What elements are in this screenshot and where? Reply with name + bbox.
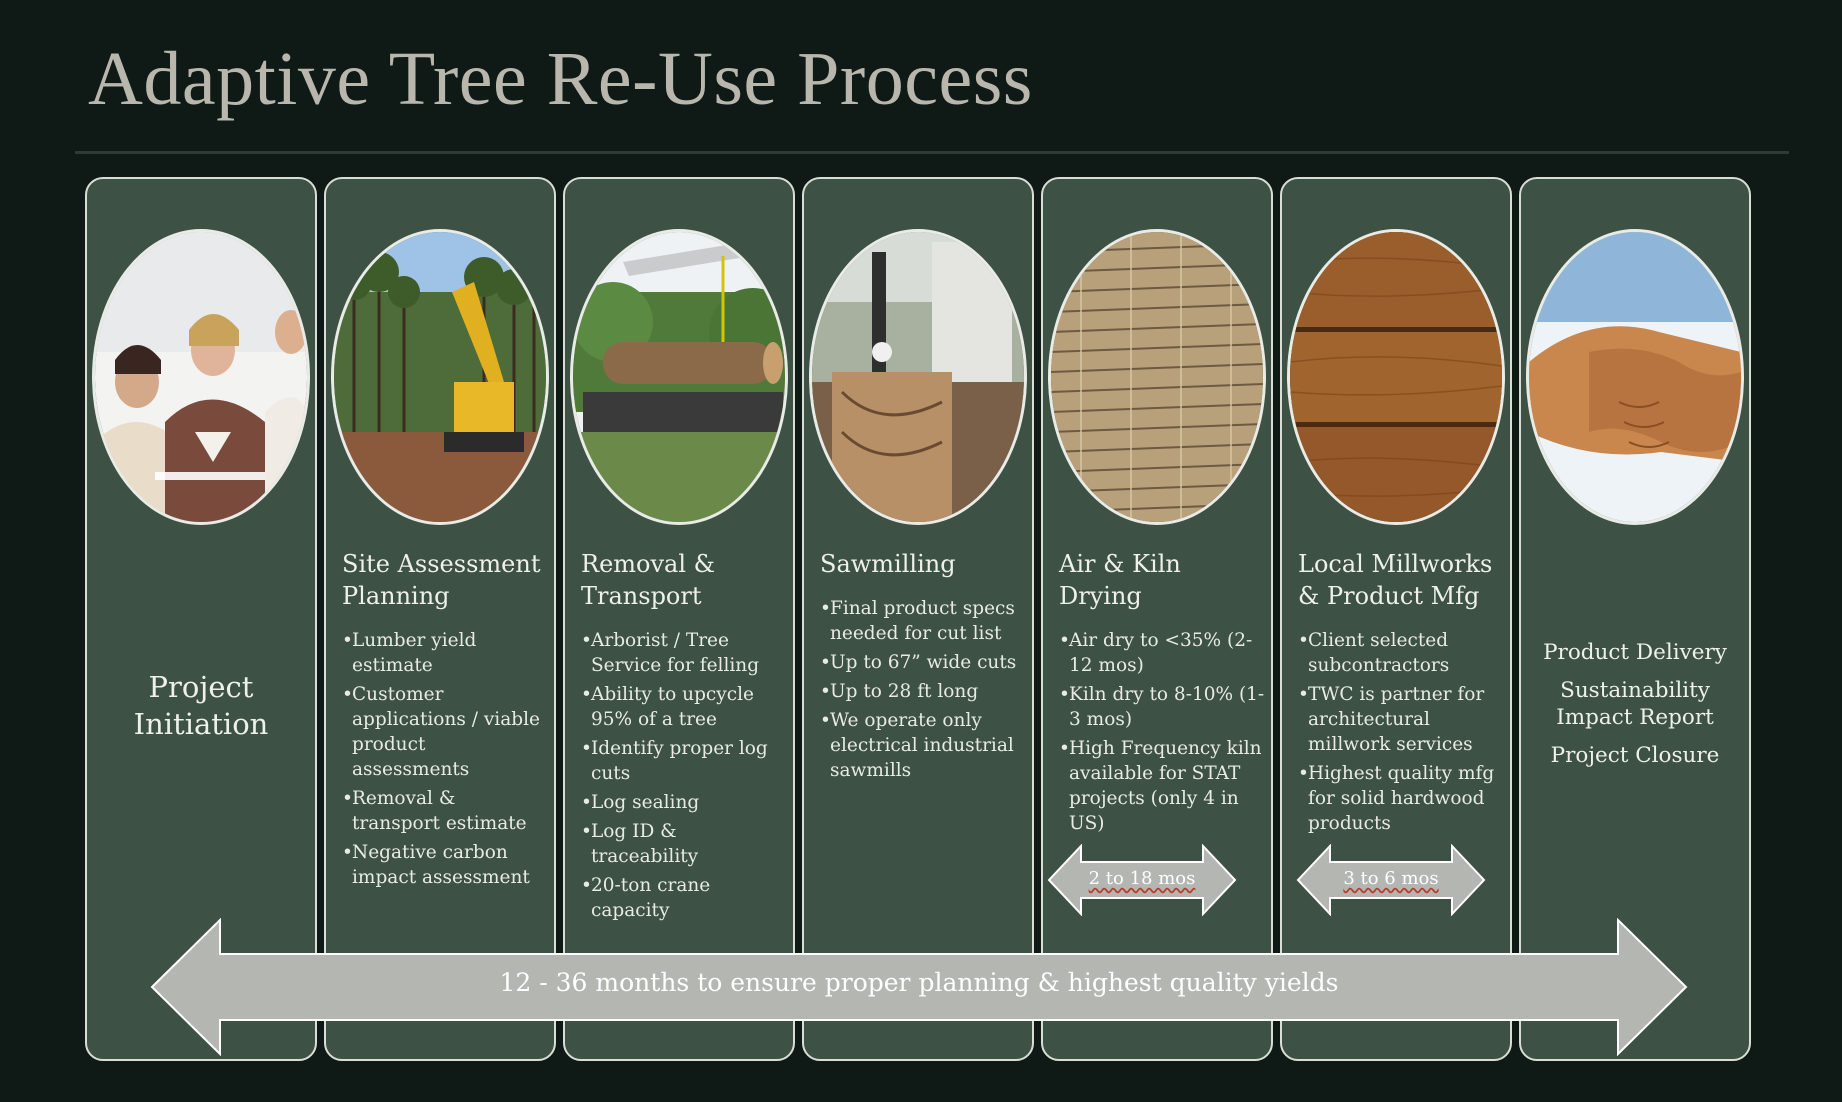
handshake-photo (1526, 229, 1744, 525)
step-heading: Local Millworks & Product Mfg (1298, 548, 1504, 612)
bullet-item: Air dry to <35% (2-12 mos) (1059, 628, 1265, 678)
bullet-item: Kiln dry to 8-10% (1-3 mos) (1059, 682, 1265, 732)
wood-panel-photo (1287, 229, 1505, 525)
step-heading-line: Project (148, 670, 254, 704)
step-heading-line: Planning (342, 582, 450, 610)
step-heading-line: Sawmilling (820, 550, 956, 578)
timeline-arrow: 12 - 36 months to ensure proper planning… (150, 918, 1688, 1056)
timeline-label: 12 - 36 months to ensure proper planning… (499, 968, 1339, 997)
excavator-forest-photo (331, 229, 549, 525)
step-heading: Project Initiation (87, 669, 315, 743)
duration-label: 3 to 6 mos (1343, 868, 1439, 889)
crane-log-photo (570, 229, 788, 525)
bullet-item: We operate only electrical industrial sa… (820, 708, 1026, 783)
step-heading-line: Initiation (133, 707, 269, 741)
step-bullets: Client selected subcontractors TWC is pa… (1298, 628, 1504, 840)
step-bullets: Lumber yield estimate Customer applicati… (342, 628, 548, 894)
step-heading-line: & Product Mfg (1298, 582, 1480, 610)
step-heading: Removal & Transport (581, 548, 787, 612)
stacked-lumber-photo (1048, 229, 1266, 525)
closure-line: Sustainability Impact Report (1556, 678, 1714, 730)
bullet-item: Ability to upcycle 95% of a tree (581, 682, 787, 732)
step-panel-project-closure: Product Delivery Sustainability Impact R… (1519, 177, 1751, 1061)
step-heading-line: Air & Kiln (1059, 550, 1181, 578)
duration-arrow-drying: 2 to 18 mos (1047, 844, 1237, 916)
step-heading-line: Site Assessment (342, 550, 541, 578)
closure-lines: Product Delivery Sustainability Impact R… (1521, 639, 1749, 769)
bullet-item: Removal & transport estimate (342, 786, 548, 836)
bullet-item: Lumber yield estimate (342, 628, 548, 678)
bullet-item: Up to 67” wide cuts (820, 650, 1026, 675)
step-heading-line: Transport (581, 582, 702, 610)
step-bullets: Air dry to <35% (2-12 mos) Kiln dry to 8… (1059, 628, 1265, 840)
step-panel-site-assessment: Site Assessment Planning Lumber yield es… (324, 177, 556, 1061)
step-heading-line: Local Millworks (1298, 550, 1493, 578)
bullet-item: Final product specs needed for cut list (820, 596, 1026, 646)
step-heading: Air & Kiln Drying (1059, 548, 1265, 612)
step-panel-air-kiln-drying: Air & Kiln Drying Air dry to <35% (2-12 … (1041, 177, 1273, 1061)
bullet-item: Log sealing (581, 790, 787, 815)
duration-label: 2 to 18 mos (1088, 868, 1196, 889)
bullet-item: Arborist / Tree Service for felling (581, 628, 787, 678)
bullet-item: High Frequency kiln available for STAT p… (1059, 736, 1265, 836)
bullet-item: Highest quality mfg for solid hardwood p… (1298, 761, 1504, 836)
duration-arrow-millworks: 3 to 6 mos (1296, 844, 1486, 916)
step-panel-project-initiation: Project Initiation (85, 177, 317, 1061)
step-heading-line: Drying (1059, 582, 1142, 610)
step-heading: Site Assessment Planning (342, 548, 548, 612)
step-panel-removal-transport: Removal & Transport Arborist / Tree Serv… (563, 177, 795, 1061)
bullet-item: Client selected subcontractors (1298, 628, 1504, 678)
bullet-item: 20-ton crane capacity (581, 873, 787, 923)
bullet-item: Log ID & traceability (581, 819, 787, 869)
step-heading: Sawmilling (820, 548, 1026, 580)
page-title: Adaptive Tree Re-Use Process (88, 37, 1033, 121)
step-heading-line: Removal & (581, 550, 716, 578)
business-meeting-photo (92, 229, 310, 525)
step-bullets: Final product specs needed for cut list … (820, 596, 1026, 787)
bullet-item: Up to 28 ft long (820, 679, 1026, 704)
bullet-item: TWC is partner for architectural millwor… (1298, 682, 1504, 757)
bullet-item: Customer applications / viable product a… (342, 682, 548, 782)
step-bullets: Arborist / Tree Service for felling Abil… (581, 628, 787, 927)
step-panel-local-millworks: Local Millworks & Product Mfg Client sel… (1280, 177, 1512, 1061)
sawmill-photo (809, 229, 1027, 525)
bullet-item: Negative carbon impact assessment (342, 840, 548, 890)
title-divider (75, 151, 1789, 154)
step-panel-sawmilling: Sawmilling Final product specs needed fo… (802, 177, 1034, 1061)
closure-line: Project Closure (1550, 743, 1720, 768)
bullet-item: Identify proper log cuts (581, 736, 787, 786)
closure-line: Product Delivery (1543, 640, 1727, 665)
